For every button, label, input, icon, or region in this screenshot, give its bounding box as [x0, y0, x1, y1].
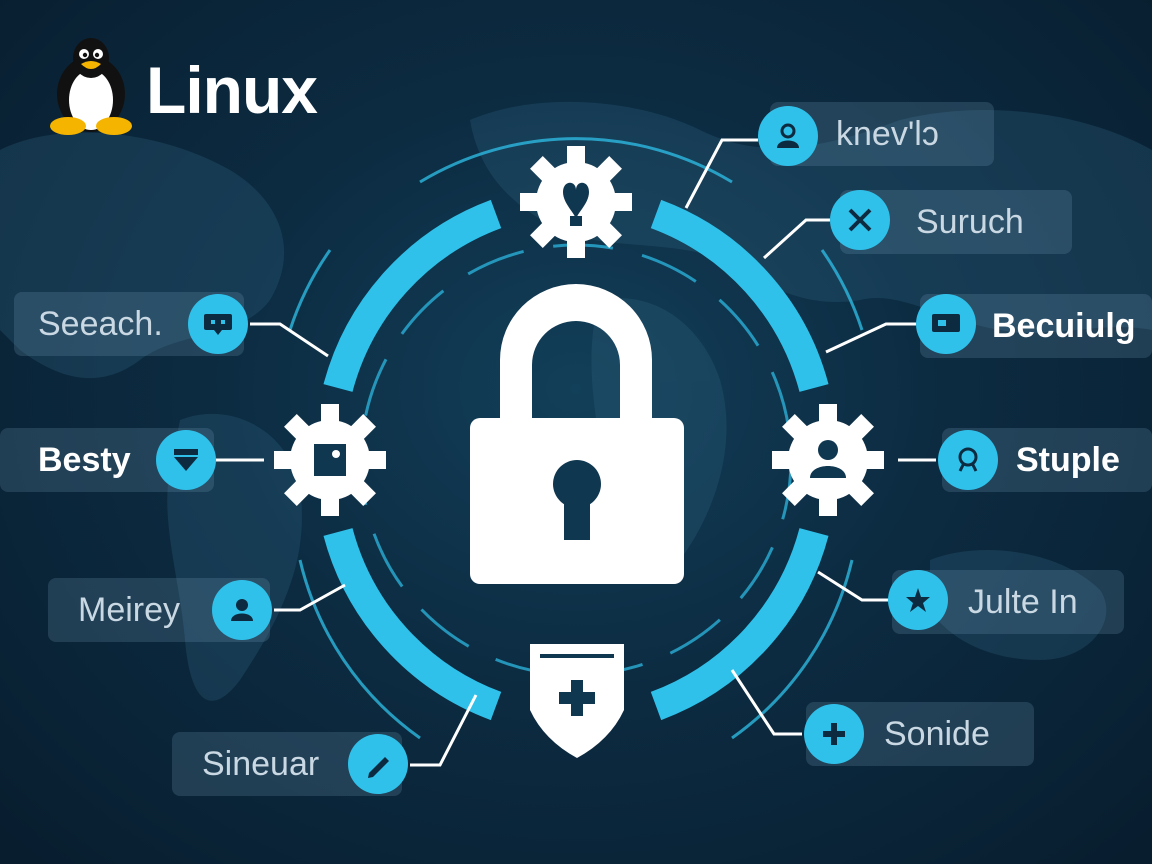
label-meirey-text: Meirey: [78, 591, 181, 629]
chat-icon: [916, 294, 976, 354]
brand: Linux: [48, 36, 318, 136]
pen-icon: [348, 734, 408, 794]
label-knev-text: knev'lɔ: [836, 115, 939, 153]
label-sonide-text: Sonide: [884, 715, 990, 753]
person-icon: [212, 580, 272, 640]
shield-down-icon: [156, 430, 216, 490]
label-suruch-text: Suruch: [916, 203, 1024, 241]
star-icon: [888, 570, 948, 630]
label-sineuar-text: Sineuar: [202, 745, 320, 783]
message-icon: [188, 294, 248, 354]
brand-name: Linux: [146, 53, 318, 127]
person-outline-icon: [938, 430, 998, 490]
label-julte-text: Julte In: [968, 583, 1078, 621]
label-seeach-text: Seeach.: [38, 305, 163, 343]
label-stuple-text: Stuple: [1016, 441, 1120, 479]
user-icon: [758, 106, 818, 166]
label-besty-text: Besty: [38, 441, 131, 479]
tools-icon: [830, 190, 890, 250]
tux-penguin-icon: [50, 38, 132, 135]
plus-icon: [804, 704, 864, 764]
label-becuiulg-text: Becuiulg: [992, 307, 1136, 345]
